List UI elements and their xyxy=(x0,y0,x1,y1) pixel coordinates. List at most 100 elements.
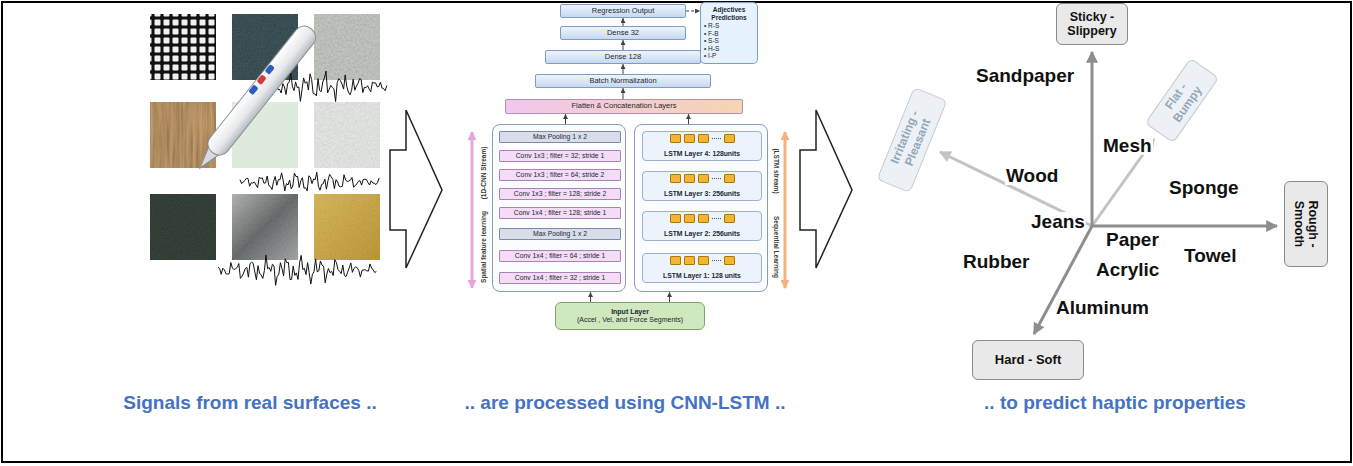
surface-thumbnails xyxy=(314,102,380,168)
cell-gap xyxy=(712,260,721,262)
list-item: • H-S xyxy=(704,45,754,52)
property-axes xyxy=(940,52,1277,334)
connector-arrow xyxy=(688,114,689,124)
lstm-cell xyxy=(684,174,695,183)
process-chevrons xyxy=(390,110,442,268)
surface-thumbnails xyxy=(232,194,298,260)
material-label: Rubber xyxy=(962,252,1031,271)
cell-gap xyxy=(712,138,721,140)
node-text: Hard - Soft xyxy=(995,353,1061,368)
layer-box: Batch Normalization xyxy=(535,74,711,88)
conv-box: Conv 1x3 ; filter = 64; stride 2 xyxy=(499,169,621,181)
property-axes xyxy=(1034,226,1092,334)
concat-box: Flatten & Concatenation Layers xyxy=(505,99,743,114)
list-item: • I-P xyxy=(704,52,754,59)
list-item: • R-S xyxy=(704,22,754,29)
connector-arrow xyxy=(623,88,624,99)
axis-label-box: Rough - Smooth xyxy=(1284,181,1328,267)
layer-box: Dense 128 xyxy=(545,50,701,64)
property-axes xyxy=(1092,225,1277,228)
lstm-cell xyxy=(670,256,681,265)
output-list-box: Adjectives Predictions• R-S• F-B• S-S• H… xyxy=(700,2,758,64)
node-text: Conv 1x3 ; filter = 64; stride 2 xyxy=(516,171,605,179)
surface-thumbnails xyxy=(314,194,380,260)
list-item: • S-S xyxy=(704,37,754,44)
stylus-pen xyxy=(248,84,258,95)
conv-box: Conv 1x3 ; filter = 128; stride 2 xyxy=(499,188,621,200)
node-text: Adjectives Predictions xyxy=(704,6,754,21)
surface-thumbnails xyxy=(314,194,380,260)
lstm-cell xyxy=(684,134,695,143)
stream-brackets xyxy=(784,132,787,288)
conv-box: Conv 1x4 ; filter = 64 ; stride 1 xyxy=(499,250,621,262)
connector-arrow xyxy=(669,292,670,302)
node-text: Conv 1x3 ; filter = 32; stride 1 xyxy=(516,152,605,160)
conv-box: Conv 1x4 ; filter = 32 ; stride 1 xyxy=(499,272,621,284)
lstm-cell xyxy=(698,174,709,183)
stream-title: (LSTM stream) xyxy=(773,148,780,193)
stylus-pen xyxy=(191,22,319,175)
lstm-cell xyxy=(670,134,681,143)
material-label: Sandpaper xyxy=(975,66,1075,85)
lstm-cell xyxy=(724,214,735,223)
node-text: Conv 1x4 ; filter = 32 ; stride 1 xyxy=(515,274,605,282)
connector-arrow xyxy=(623,18,624,26)
pooling-box: Max Pooling 1 x 2 xyxy=(499,228,621,240)
stream-container: (1D-CNN Stream)Spatial feature learningM… xyxy=(492,124,626,292)
connector-arrow xyxy=(590,292,591,302)
node-text: LSTM Layer 2: 256units xyxy=(664,230,740,238)
layer-box: Dense 32 xyxy=(560,26,686,40)
node-text: LSTM Layer 3: 256units xyxy=(664,190,740,198)
surface-thumbnails xyxy=(150,14,380,260)
node-text: LSTM Layer 4: 128units xyxy=(664,150,740,158)
conv-box: Conv 1x4 ; filter = 128; stride 1 xyxy=(499,207,621,219)
surface-thumbnails xyxy=(314,14,380,80)
node-text: Conv 1x3 ; filter = 128; stride 2 xyxy=(514,190,606,198)
node-text: Rough - Smooth xyxy=(1292,186,1321,262)
surface-thumbnails xyxy=(150,14,216,80)
stylus-pen xyxy=(256,74,266,85)
lstm-cells xyxy=(670,134,735,143)
lstm-box: LSTM Layer 2: 256units xyxy=(642,211,762,241)
stream-subtitle: Spatial feature learning xyxy=(481,211,488,283)
pooling-box: Max Pooling 1 x 2 xyxy=(499,131,621,143)
material-label: Acrylic xyxy=(1095,260,1160,279)
dashed-arrow xyxy=(686,11,700,12)
node-text: Sticky - Slippery xyxy=(1061,10,1123,39)
node-text: Conv 1x4 ; filter = 128; stride 1 xyxy=(514,209,606,217)
surface-thumbnails xyxy=(314,14,380,80)
node-text: Max Pooling 1 x 2 xyxy=(533,133,587,141)
node-text: Flatten & Concatenation Layers xyxy=(571,102,676,111)
axis-label-box: Irritating - Pleasant xyxy=(877,87,948,193)
lstm-cells xyxy=(670,256,735,265)
connector-arrow xyxy=(623,64,624,74)
lstm-cell xyxy=(670,174,681,183)
cell-gap xyxy=(712,218,721,220)
axis-label-box: Sticky - Slippery xyxy=(1056,3,1128,45)
conv-box: Conv 1x3 ; filter = 32; stride 1 xyxy=(499,150,621,162)
lstm-cell xyxy=(724,134,735,143)
node-text: Conv 1x4 ; filter = 64 ; stride 1 xyxy=(515,252,605,260)
node-text: Input Layer xyxy=(611,308,649,316)
caption-text: .. are processed using CNN-LSTM .. xyxy=(464,393,787,412)
node-text: Dense 32 xyxy=(607,29,639,38)
node-text: LSTM Layer 1: 128 units xyxy=(663,272,741,280)
stream-subtitle: Sequential Learning xyxy=(773,216,780,278)
cell-gap xyxy=(712,178,721,180)
node-text: Dense 128 xyxy=(605,53,641,62)
list-item: • F-B xyxy=(704,30,754,37)
material-label: Sponge xyxy=(1168,178,1240,197)
surface-thumbnails xyxy=(150,194,216,260)
node-text: (Accel , Vel, and Force Segments) xyxy=(577,316,683,324)
layer-box: Regression Output xyxy=(560,4,686,18)
connector-arrow xyxy=(623,40,624,50)
axis-label-box: Hard - Soft xyxy=(972,340,1084,380)
stylus-pen xyxy=(204,22,320,159)
node-text: Irritating - Pleasant xyxy=(882,93,941,187)
node-text: Batch Normalization xyxy=(589,77,656,86)
lstm-cell xyxy=(698,134,709,143)
lstm-cell xyxy=(684,214,695,223)
material-label: Paper xyxy=(1105,230,1160,249)
surface-thumbnails xyxy=(232,194,298,260)
